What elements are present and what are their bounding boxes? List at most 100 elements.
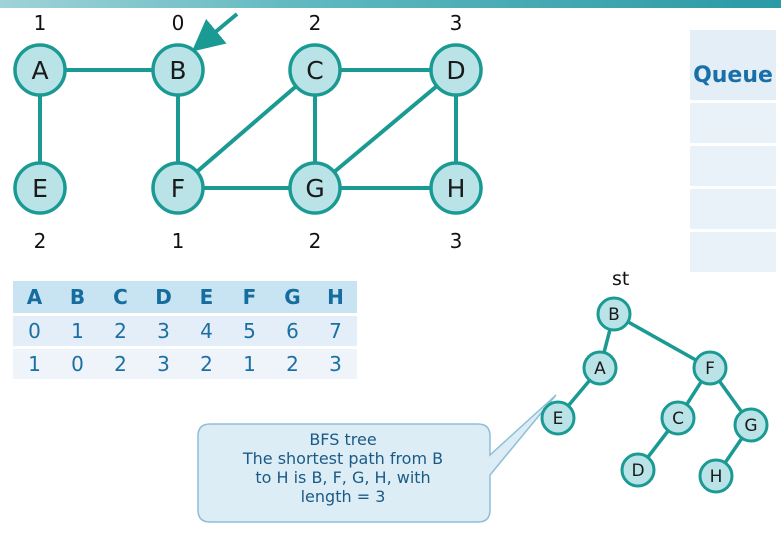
node-label: C	[306, 56, 323, 85]
node-H: H	[429, 161, 483, 215]
table-cell: 1	[228, 349, 271, 379]
queue-panel: Queue	[690, 30, 776, 272]
queue-title: Queue	[690, 30, 776, 100]
callout-line: The shortest path from B	[242, 449, 444, 468]
tree-node-A: A	[582, 350, 618, 386]
node-circle	[13, 161, 67, 215]
table-cell: 4	[185, 316, 228, 349]
table-header-cell: G	[271, 281, 314, 316]
table-cell: 3	[314, 349, 357, 379]
node-label: F	[171, 174, 185, 203]
node-circle	[288, 43, 342, 97]
tree-node-C: C	[660, 400, 696, 436]
tree-nodes: B A F E C G D H	[540, 296, 769, 494]
node-circle	[151, 161, 205, 215]
tree-node-B: B	[596, 296, 632, 332]
tree-node-label: B	[608, 305, 620, 325]
node-label: E	[32, 174, 48, 203]
tree-node-F: F	[692, 350, 728, 386]
tree-node-circle	[698, 458, 734, 494]
tree-edges	[556, 312, 753, 477]
tree-node-circle	[733, 407, 769, 443]
node-B: B	[151, 43, 205, 97]
tree-node-circle	[692, 350, 728, 386]
tree-node-label: C	[672, 409, 684, 429]
table-cell: 5	[228, 316, 271, 349]
node-circle	[151, 43, 205, 97]
table-row-index: 0 1 2 3 4 5 6 7	[13, 316, 357, 349]
node-D: D	[429, 43, 483, 97]
table-cell: 2	[271, 349, 314, 379]
table-cell: 7	[314, 316, 357, 349]
distance-label-D: 3	[450, 11, 463, 35]
callout-bubble	[197, 394, 557, 523]
table-cell: 1	[56, 316, 99, 349]
table-cell: 2	[99, 349, 142, 379]
table-header-cell: D	[142, 281, 185, 316]
graph-edges	[38, 68, 458, 190]
distance-label-G: 2	[309, 229, 322, 253]
node-circle	[288, 161, 342, 215]
tree-node-label: E	[553, 409, 564, 429]
table-header-cell: E	[185, 281, 228, 316]
table-cell: 1	[13, 349, 56, 379]
table-cell: 2	[99, 316, 142, 349]
tree-node-E: E	[540, 400, 576, 436]
edge-C-F	[176, 68, 317, 190]
table-header-cell: C	[99, 281, 142, 316]
node-A: A	[13, 43, 67, 97]
tree-node-circle	[620, 452, 656, 488]
table-header-cell: A	[13, 281, 56, 316]
distance-label-H: 3	[450, 229, 463, 253]
tree-node-label: H	[710, 467, 723, 487]
node-label: A	[31, 56, 48, 85]
node-G: G	[288, 161, 342, 215]
distance-label-E: 2	[34, 229, 47, 253]
start-arrow	[191, 12, 239, 52]
tree-node-G: G	[733, 407, 769, 443]
node-label: H	[447, 174, 466, 203]
queue-cell	[690, 146, 776, 186]
queue-cell	[690, 232, 776, 272]
table-header-row: A B C D E F G H	[13, 281, 357, 316]
table-cell: 0	[13, 316, 56, 349]
table-header-cell: B	[56, 281, 99, 316]
node-circle	[429, 43, 483, 97]
tree-node-label: A	[594, 359, 606, 379]
node-label: D	[446, 56, 465, 85]
tree-node-D: D	[620, 452, 656, 488]
table-row-distance: 1 0 2 3 2 1 2 3	[13, 349, 357, 379]
tree-edge-B-F	[613, 312, 711, 370]
top-banner	[0, 0, 781, 8]
distance-labels: 1 0 2 3 2 1 2 3	[34, 11, 463, 253]
node-label: G	[305, 174, 324, 203]
node-label: B	[169, 56, 186, 85]
callout-line: to H is B, F, G, H, with	[255, 468, 431, 487]
distance-label-B: 0	[172, 11, 185, 35]
table-header-cell: F	[228, 281, 271, 316]
table-cell: 6	[271, 316, 314, 349]
callout-line: length = 3	[300, 487, 386, 506]
node-circle	[429, 161, 483, 215]
distance-label-C: 2	[309, 11, 322, 35]
node-E: E	[13, 161, 67, 215]
tree-label: st	[612, 268, 629, 290]
tree-node-label: F	[705, 359, 715, 379]
queue-cell	[690, 103, 776, 143]
callout-line: BFS tree	[309, 430, 377, 449]
table-cell: 3	[142, 349, 185, 379]
tree-node-circle	[596, 296, 632, 332]
queue-cell	[690, 189, 776, 229]
tree-node-circle	[660, 400, 696, 436]
tree-node-label: G	[744, 416, 757, 436]
table-header-cell: H	[314, 281, 357, 316]
graph-nodes: A B C D E F G H	[13, 43, 483, 215]
edge-D-G	[313, 68, 458, 190]
node-circle	[13, 43, 67, 97]
table-cell: 2	[185, 349, 228, 379]
distance-label-F: 1	[172, 229, 185, 253]
node-F: F	[151, 161, 205, 215]
tree-node-circle	[540, 400, 576, 436]
distance-label-A: 1	[34, 11, 47, 35]
